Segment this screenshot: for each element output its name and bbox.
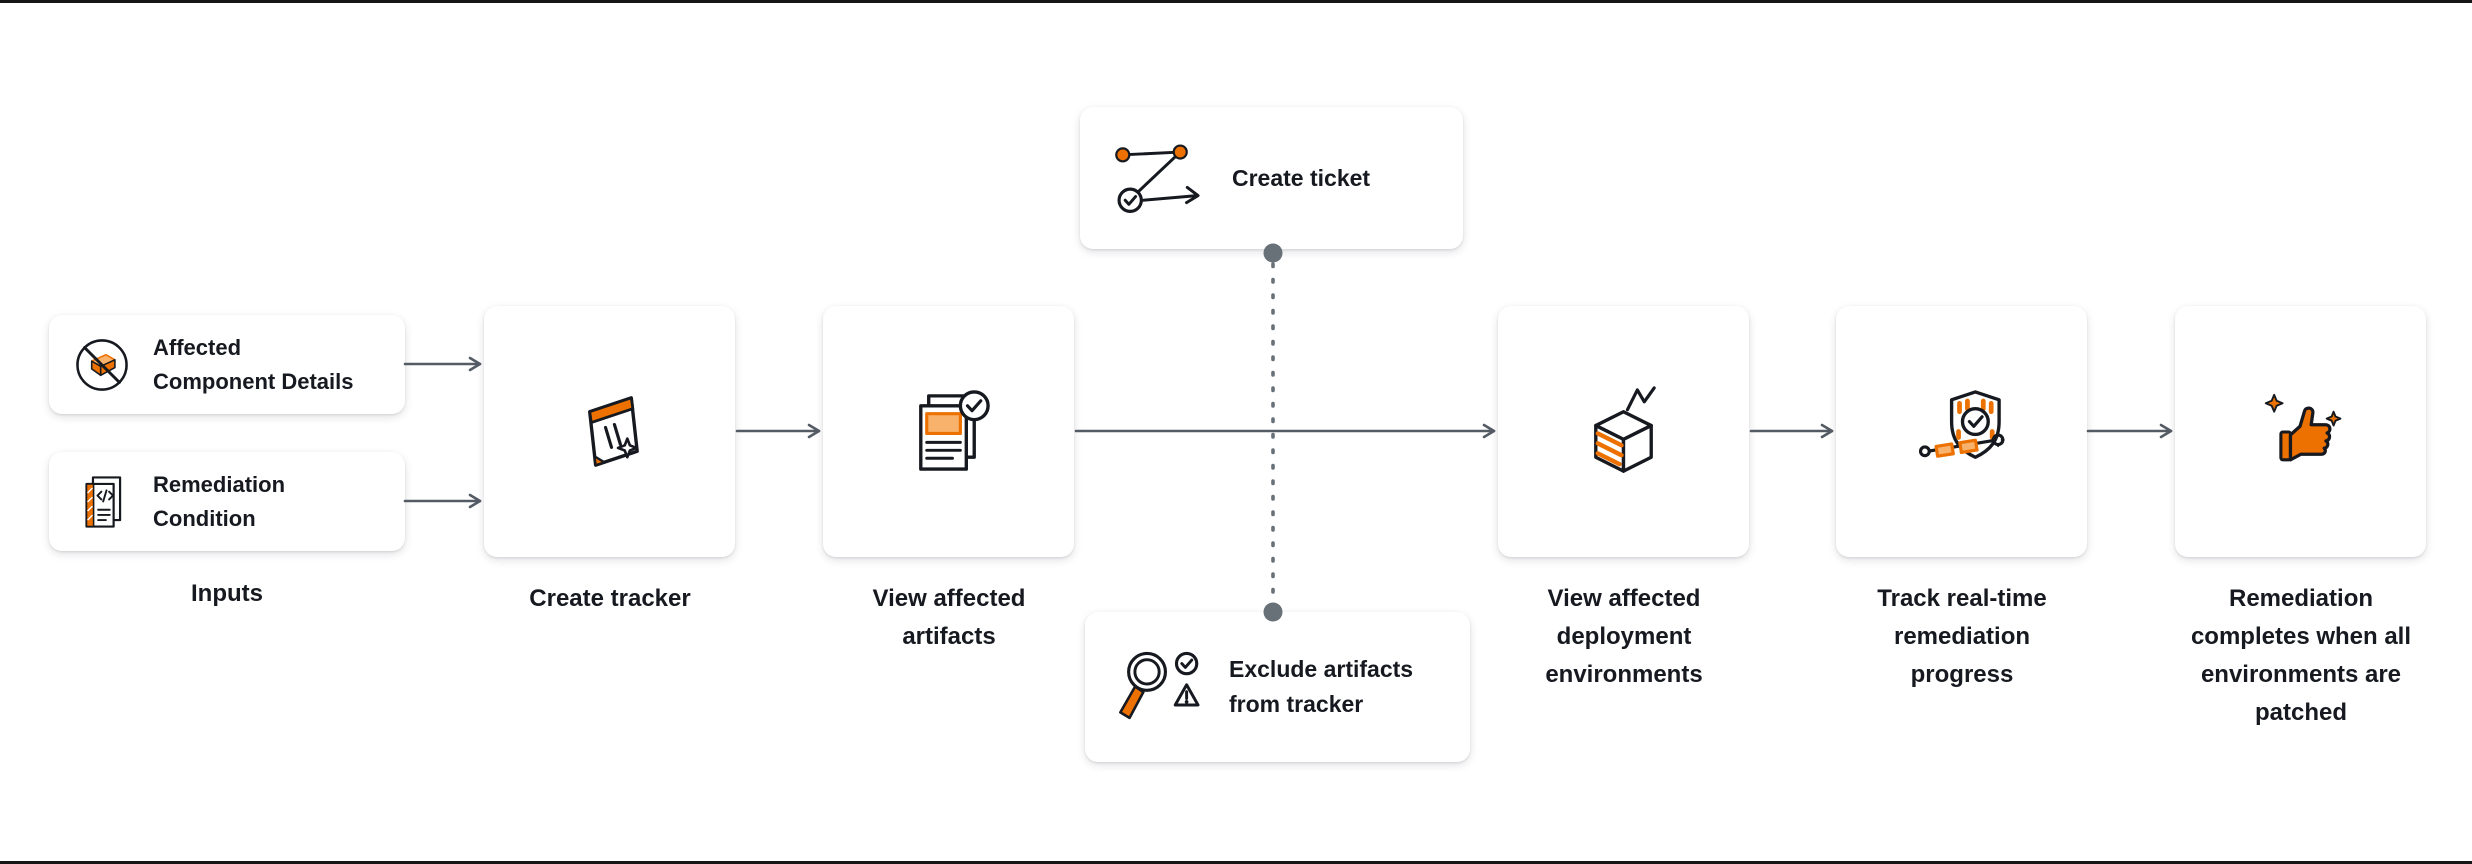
thumbs-up-icon: [2264, 393, 2341, 461]
step-label-view-deployment-environments: View affected deployment environments: [1545, 585, 1703, 688]
step-card-create-tracker: [484, 306, 735, 557]
inputs-group-label: Inputs: [191, 580, 263, 607]
branch-card-label: Create ticket: [1232, 164, 1371, 191]
input-card-label: Remediation Condition: [153, 471, 286, 531]
step-card-view-affected-artifacts: [823, 306, 1074, 557]
tracker-window-icon: [588, 396, 639, 467]
step-card-track-remediation-progress: [1836, 306, 2087, 557]
step-label-create-tracker: Create tracker: [529, 585, 691, 612]
prohibited-component-icon: [76, 338, 128, 391]
step-card-view-deployment-environments: [1498, 306, 1749, 557]
code-document-icon: [85, 475, 122, 528]
step-label-track-remediation-progress: Track real-time remediation progress: [1877, 585, 2047, 688]
input-card-label: Affected Component Details: [153, 334, 354, 394]
step-card-remediation-complete: [2175, 306, 2426, 557]
shield-progress-icon: [1918, 390, 2005, 459]
branch-card-exclude-artifacts: Exclude artifacts from tracker: [1085, 612, 1470, 762]
screenshot-bottom-border: [0, 861, 2472, 864]
ticket-route-icon: [1115, 144, 1200, 213]
input-card-affected-component-details: Affected Component Details: [49, 315, 405, 414]
magnifier-audit-icon: [1119, 651, 1200, 719]
step-label-remediation-complete: Remediation completes when all environme…: [2190, 585, 2412, 726]
input-card-remediation-condition: Remediation Condition: [49, 452, 405, 551]
artifact-check-icon: [919, 390, 990, 471]
branch-card-create-ticket: Create ticket: [1080, 107, 1463, 249]
screenshot-top-border: [0, 0, 2472, 3]
step-label-view-affected-artifacts: View affected artifacts: [872, 585, 1026, 650]
deployment-box-icon: [1594, 386, 1656, 473]
branch-card-label: Exclude artifacts from tracker: [1229, 656, 1414, 717]
